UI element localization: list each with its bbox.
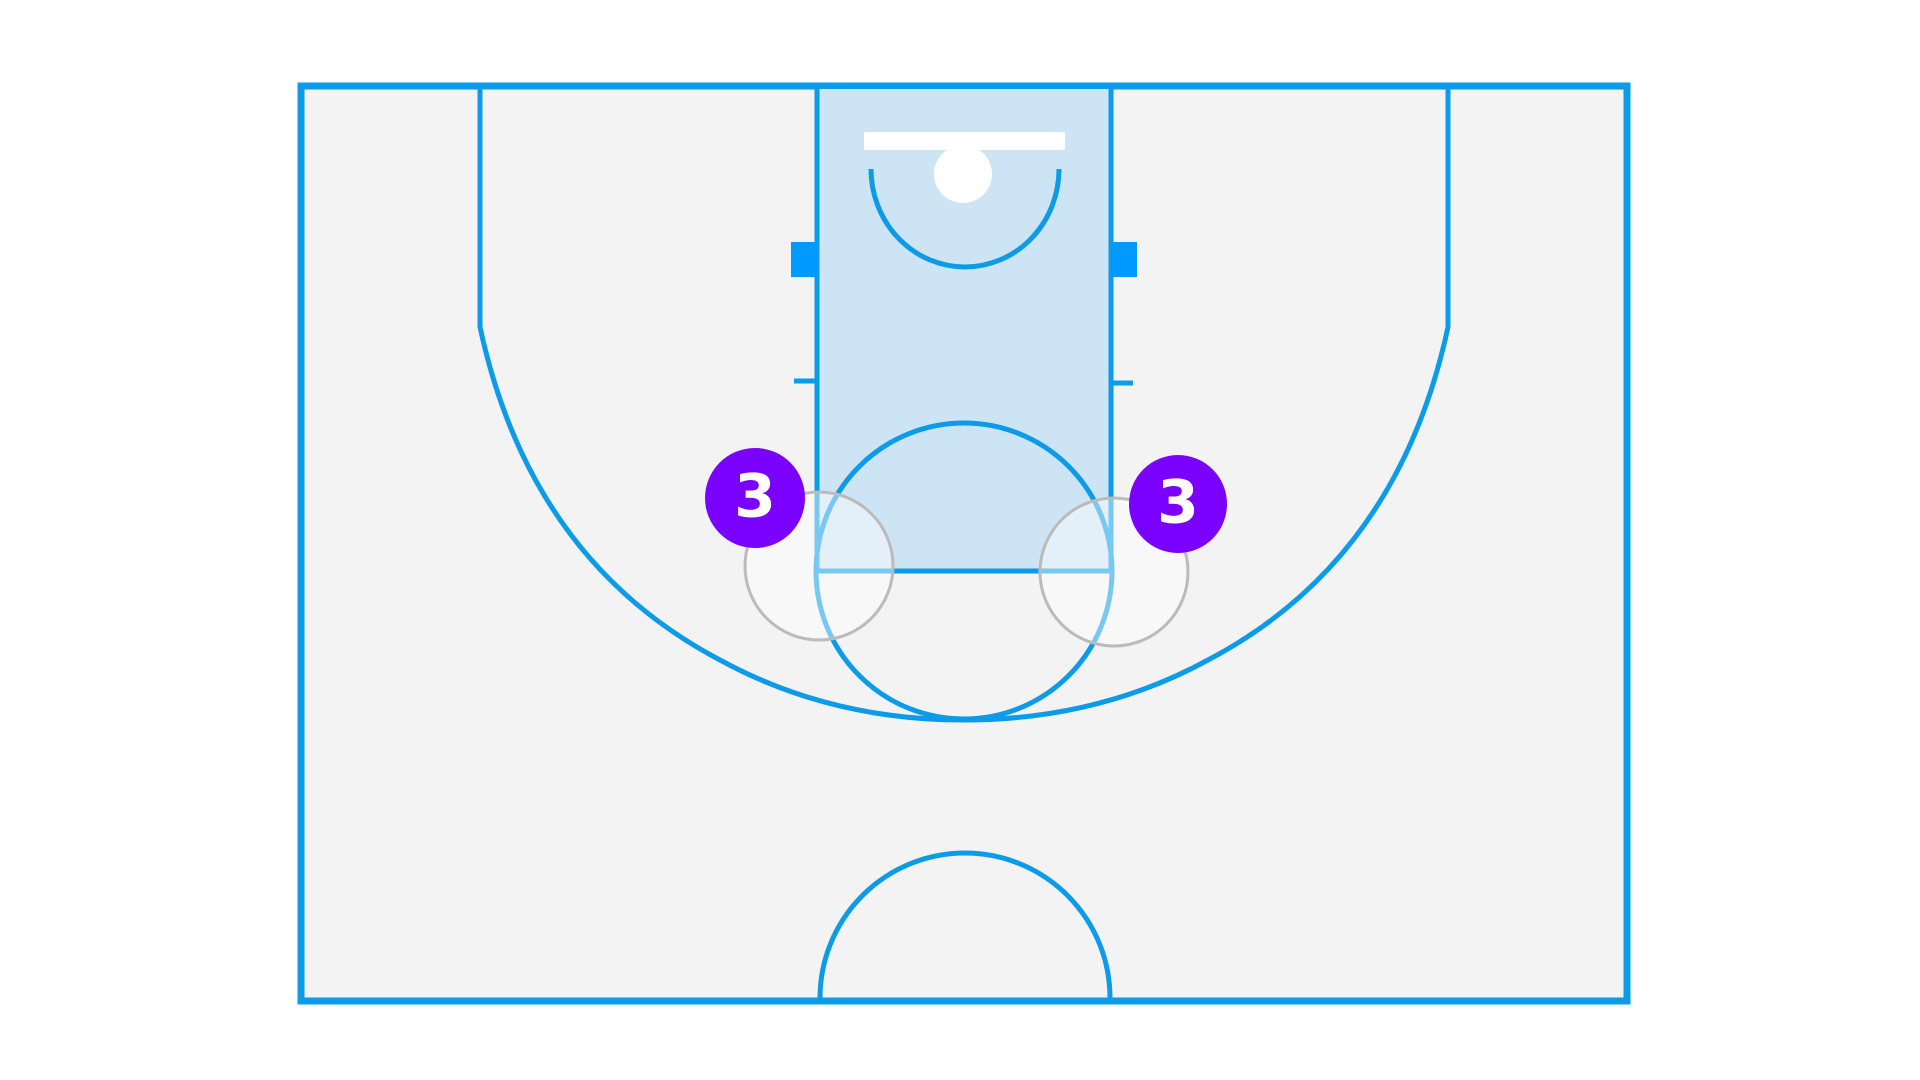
block-mark-right — [1111, 242, 1137, 277]
three-point-line — [477, 86, 1451, 723]
player-marker-right[interactable]: 3 — [1129, 455, 1227, 553]
backboard — [864, 132, 1065, 150]
rim — [934, 145, 992, 203]
player-marker-left-circle — [705, 448, 805, 548]
player-marker-left[interactable]: 3 — [705, 448, 805, 548]
block-mark-left — [791, 242, 817, 277]
center-circle-arc — [817, 850, 1113, 999]
player-marker-right-label: 3 — [1157, 468, 1199, 538]
player-marker-right-circle — [1129, 455, 1227, 553]
player-marker-left-label: 3 — [734, 462, 776, 532]
restricted-area-arc — [868, 168, 1062, 270]
